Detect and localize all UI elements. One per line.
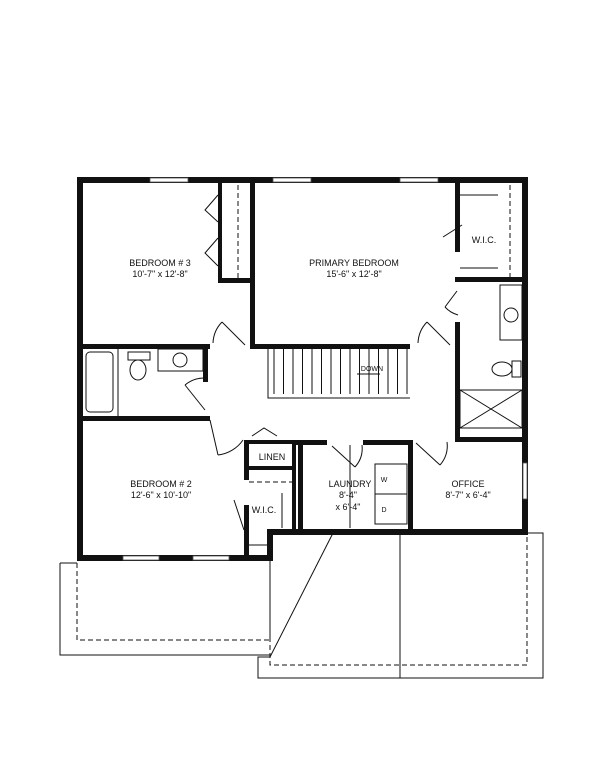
windows [122, 177, 528, 561]
stairs-down-label: DOWN [361, 366, 383, 373]
bedroom2-size: 12'-6" x 10'-10" [131, 490, 191, 500]
primary-wic-label: W.I.C. [472, 235, 497, 245]
washer-label: W [381, 477, 388, 484]
bedroom3-size: 10'-7" x 12'-8" [132, 269, 187, 279]
closet-shelves [237, 185, 511, 546]
office-name: OFFICE [452, 479, 485, 489]
bedroom3-name: BEDROOM # 3 [129, 258, 191, 268]
bath-fixtures [85, 284, 523, 528]
roof-overhang-right [257, 532, 544, 679]
laundry-size-2: x 6'-4" [336, 502, 361, 512]
linen-label: LINEN [259, 452, 286, 462]
doors [184, 194, 463, 531]
stairs [267, 349, 410, 399]
dryer-label: D [381, 507, 386, 514]
interior-walls [80, 180, 525, 558]
laundry-name: LAUNDRY [329, 479, 372, 489]
bedroom2-name: BEDROOM # 2 [130, 479, 192, 489]
primary-bedroom-name: PRIMARY BEDROOM [309, 258, 399, 268]
bedroom2-wic-label: W.I.C. [252, 505, 277, 515]
roof-overhang-left [59, 560, 271, 656]
office-size: 8'-7" x 6'-4" [445, 490, 490, 500]
laundry-size-1: 8'-4" [339, 490, 357, 500]
primary-bedroom-size: 15'-6" x 12'-8" [326, 269, 381, 279]
